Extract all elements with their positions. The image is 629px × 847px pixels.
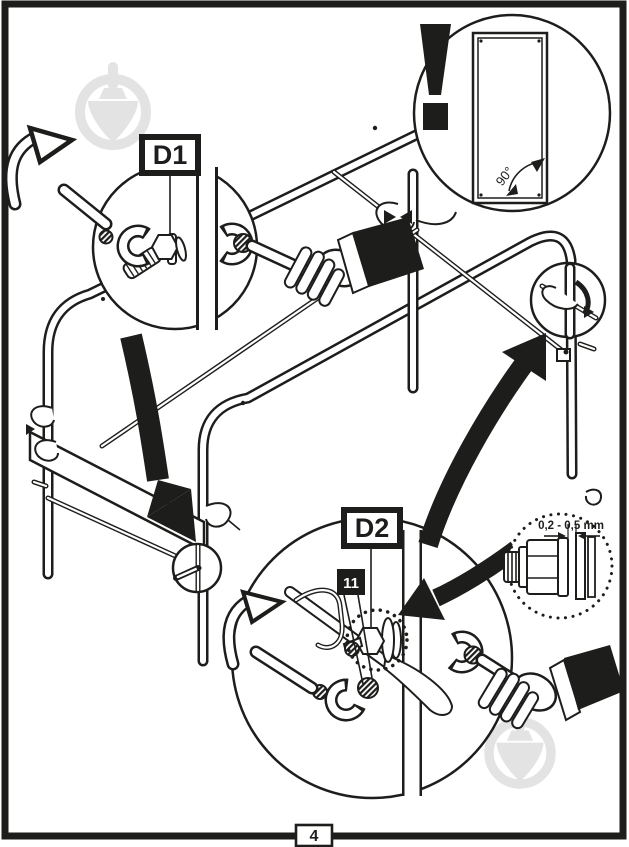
frame-square-check <box>471 31 549 205</box>
rotation-arrow-icon <box>4 124 78 211</box>
bolt-head <box>150 234 180 260</box>
rotation-arrow-icon <box>222 589 287 671</box>
direction-arrow-up-icon <box>418 333 546 548</box>
highlight-dotted-circle <box>345 608 409 672</box>
gap-value: 0,2 - 0,5 mm <box>538 520 604 532</box>
part-badge <box>337 569 365 595</box>
part-number: 11 <box>343 575 359 592</box>
direction-arrow-down-icon <box>120 333 196 542</box>
detail-label-d1-text: D1 <box>153 140 188 170</box>
gap-dimension: 0,2 - 0,5 mm <box>538 520 604 558</box>
detail-label-d2-text: D2 <box>355 513 390 543</box>
wrench <box>57 183 159 267</box>
bolt-side-view <box>503 532 596 600</box>
squareness-check-detail: 90° <box>412 13 612 213</box>
sleeve-cuff <box>353 217 424 287</box>
wrench <box>249 645 366 720</box>
warning-exclamation-icon <box>420 24 451 130</box>
lock-nut <box>357 677 379 699</box>
page-number: 4 <box>310 828 319 845</box>
page-number-box: 4 <box>294 823 334 847</box>
hand <box>283 217 424 307</box>
watermark-trowel-logo-icon <box>80 62 146 145</box>
sleeve-cuff <box>564 645 624 710</box>
detail-circle-d1 <box>57 163 424 331</box>
clamp-lever <box>382 653 454 716</box>
gap-detail-circle: 0,2 - 0,5 mm <box>503 512 614 620</box>
pin-detail-circle <box>171 542 223 594</box>
detail-label-d2: D2 <box>341 507 403 549</box>
hook-clamp <box>584 488 602 506</box>
detail-label-d1: D1 <box>139 134 201 176</box>
hook-clamp <box>26 405 59 462</box>
clamp-detail-circle <box>529 261 607 340</box>
hook-clamp <box>205 502 241 531</box>
hand <box>477 645 624 730</box>
